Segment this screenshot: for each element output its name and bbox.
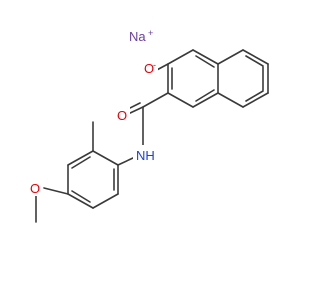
sodium-charge: + xyxy=(148,28,153,38)
label-mask-sodium xyxy=(128,26,156,44)
ring-a-bond xyxy=(192,92,219,108)
ring-a-inner-bond xyxy=(195,55,215,68)
ring-b-bond xyxy=(217,92,244,108)
ring-a-inner-bond xyxy=(195,89,215,102)
bond-layer xyxy=(35,49,269,223)
ring-b-inner-bond xyxy=(245,55,264,67)
label-mask-amide-nitrogen xyxy=(133,145,159,163)
aryl-to-o-bond xyxy=(43,187,69,195)
aryl-ring-bond xyxy=(67,193,94,209)
carbonyl-oxygen-label: O xyxy=(117,108,127,123)
aryl-ring-bond xyxy=(92,150,119,166)
aryl-inner-bond xyxy=(71,156,91,169)
n-to-aryl-bond xyxy=(117,157,134,166)
aryl-inner-bond xyxy=(71,190,91,203)
aryl-ring-bond xyxy=(67,150,94,166)
amide-nitrogen-label: NH xyxy=(136,148,155,163)
phenoxide-oxygen-label: O xyxy=(144,61,154,76)
ring-a-bond xyxy=(167,49,194,65)
sodium-label: Na xyxy=(129,29,146,44)
ring-b-inner-bond xyxy=(245,90,264,102)
phenoxide-oxygen-charge: - xyxy=(153,60,156,70)
ring-to-carbonyl-bond xyxy=(142,92,169,108)
label-mask-carbonyl-oxygen xyxy=(114,105,130,123)
methoxy-oxygen-label: O xyxy=(30,181,40,196)
atom-label-layer: Na + O - O NH O xyxy=(27,26,159,196)
aryl-ring-bond xyxy=(92,193,119,209)
ring-b-bond xyxy=(242,49,269,65)
carbonyl-bond xyxy=(127,106,144,115)
label-mask-methoxy-oxygen xyxy=(27,178,43,196)
ring-b-bond xyxy=(217,49,244,65)
chemical-structure: Na + O - O NH O xyxy=(27,26,269,223)
ring-b-bond xyxy=(242,92,269,108)
label-mask-phenoxide-oxygen xyxy=(142,58,158,76)
ring-a-bond xyxy=(192,49,219,65)
ring-a-bond xyxy=(167,92,194,108)
